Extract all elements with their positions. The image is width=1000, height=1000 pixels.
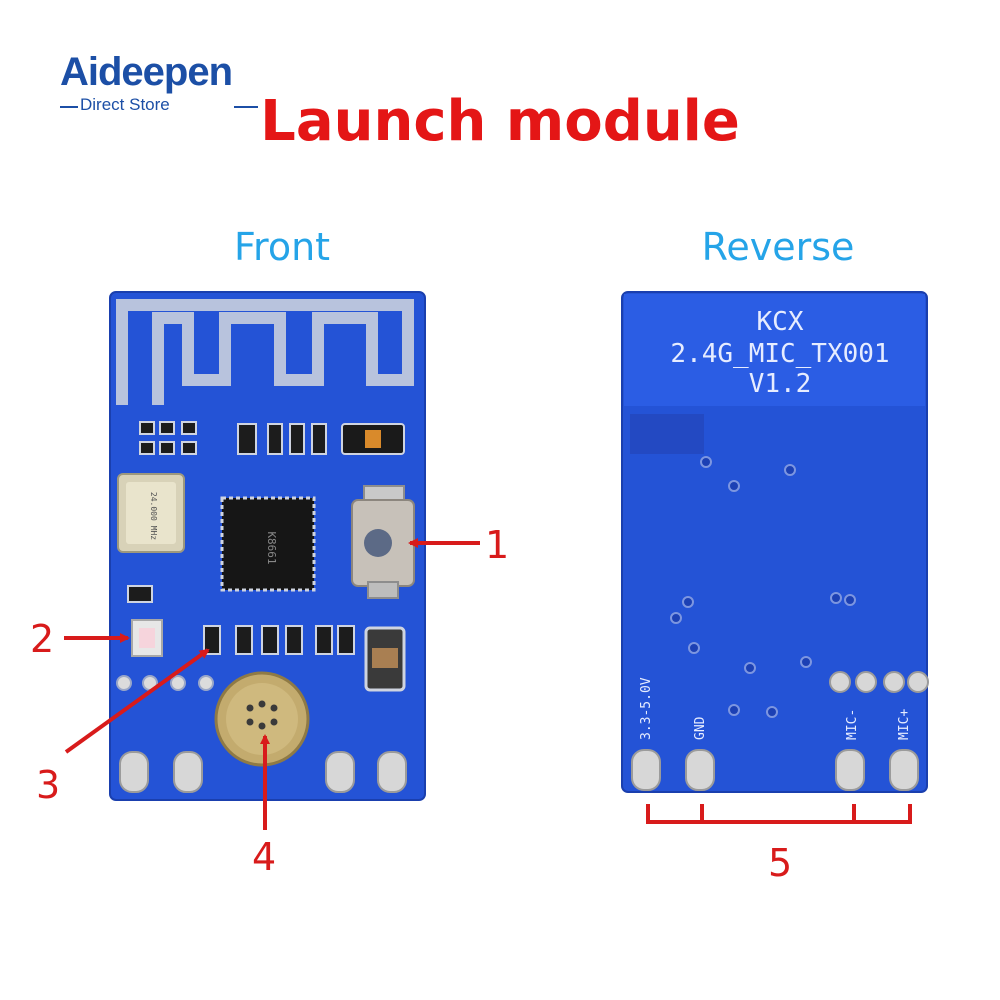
- main-chip: K8661: [220, 496, 316, 592]
- front-vias: [116, 675, 214, 691]
- callout-4-label: 4: [252, 835, 276, 879]
- brand-logo: Aideepen: [60, 50, 233, 94]
- pin-labels: 3.3-5.0V GND MIC- MIC+: [639, 677, 912, 740]
- logo-divider-left: [60, 106, 78, 108]
- smd-resistors-top-left: [139, 421, 197, 455]
- smd-resistor-row: [203, 625, 406, 692]
- reverse-label: Reverse: [701, 225, 855, 269]
- board-silkscreen-line2: 2.4G_MIC_TX001: [670, 339, 889, 369]
- page-title: Launch module: [260, 89, 740, 154]
- callout-5: 5: [646, 804, 912, 885]
- pin-label-gnd: GND: [693, 716, 708, 740]
- pin-label-mic-minus: MIC-: [845, 709, 860, 740]
- pin-label-mic-plus: MIC+: [897, 709, 912, 740]
- callout-1-label: 1: [485, 523, 509, 567]
- pin-label-power: 3.3-5.0V: [639, 677, 654, 740]
- callout-3: 3: [36, 648, 210, 807]
- front-board: 24.000 MHz K8661: [109, 291, 426, 801]
- chip-marking: K8661: [265, 531, 278, 564]
- reverse-mic-pads: [829, 671, 929, 693]
- switch-component: [351, 485, 415, 599]
- microphone-component: [214, 671, 310, 767]
- callout-1: 1: [408, 523, 509, 567]
- crystal-marking: 24.000 MHz: [149, 492, 158, 540]
- callout-2: 2: [30, 617, 130, 661]
- crystal-oscillator: 24.000 MHz: [117, 473, 185, 553]
- reverse-bottom-pads: [631, 749, 919, 791]
- front-label: Front: [233, 225, 331, 269]
- smd-components-top: [237, 423, 405, 455]
- callout-5-label: 5: [768, 841, 792, 885]
- front-bottom-pads: [119, 751, 407, 793]
- board-silkscreen-line3: V1.2: [749, 369, 812, 399]
- callout-4: 4: [252, 734, 276, 879]
- pcb-antenna: [116, 299, 414, 405]
- callout-3-label: 3: [36, 763, 60, 807]
- reverse-board: KCX 2.4G_MIC_TX001 V1.2 3.3-5.0V GND MIC…: [621, 291, 929, 793]
- brand-subtitle: Direct Store: [80, 95, 170, 114]
- reverse-vias: [670, 456, 856, 718]
- callout-2-label: 2: [30, 617, 54, 661]
- board-silkscreen-line1: KCX: [757, 307, 804, 337]
- led-component: [127, 585, 163, 657]
- logo-divider-right: [234, 106, 258, 108]
